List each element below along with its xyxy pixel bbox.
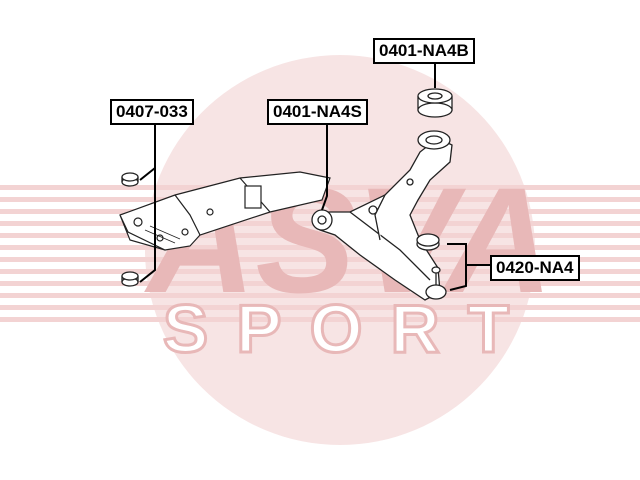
front-arm-bushing bbox=[311, 209, 333, 231]
subframe-bushing-top bbox=[121, 172, 139, 187]
label-0420-na4: 0420-NA4 bbox=[490, 255, 580, 281]
label-0401-na4b: 0401-NA4B bbox=[373, 38, 475, 64]
control-arm bbox=[317, 137, 453, 301]
leader-lines bbox=[139, 62, 490, 291]
rear-arm-bushing-mounted bbox=[417, 130, 451, 150]
ball-joint bbox=[416, 233, 447, 300]
subframe-crossmember bbox=[119, 171, 331, 251]
rear-arm-bushing-part bbox=[417, 88, 453, 118]
label-0401-na4s: 0401-NA4S bbox=[267, 99, 368, 125]
subframe-bushing-bottom bbox=[121, 271, 139, 287]
leader-subframe-bushing bbox=[139, 122, 156, 283]
leader-subframe-bushing-top bbox=[139, 167, 156, 181]
label-0407-033: 0407-033 bbox=[110, 99, 194, 125]
watermark-sport: SPORT bbox=[163, 291, 537, 367]
leader-front-arm-bushing bbox=[321, 122, 328, 211]
